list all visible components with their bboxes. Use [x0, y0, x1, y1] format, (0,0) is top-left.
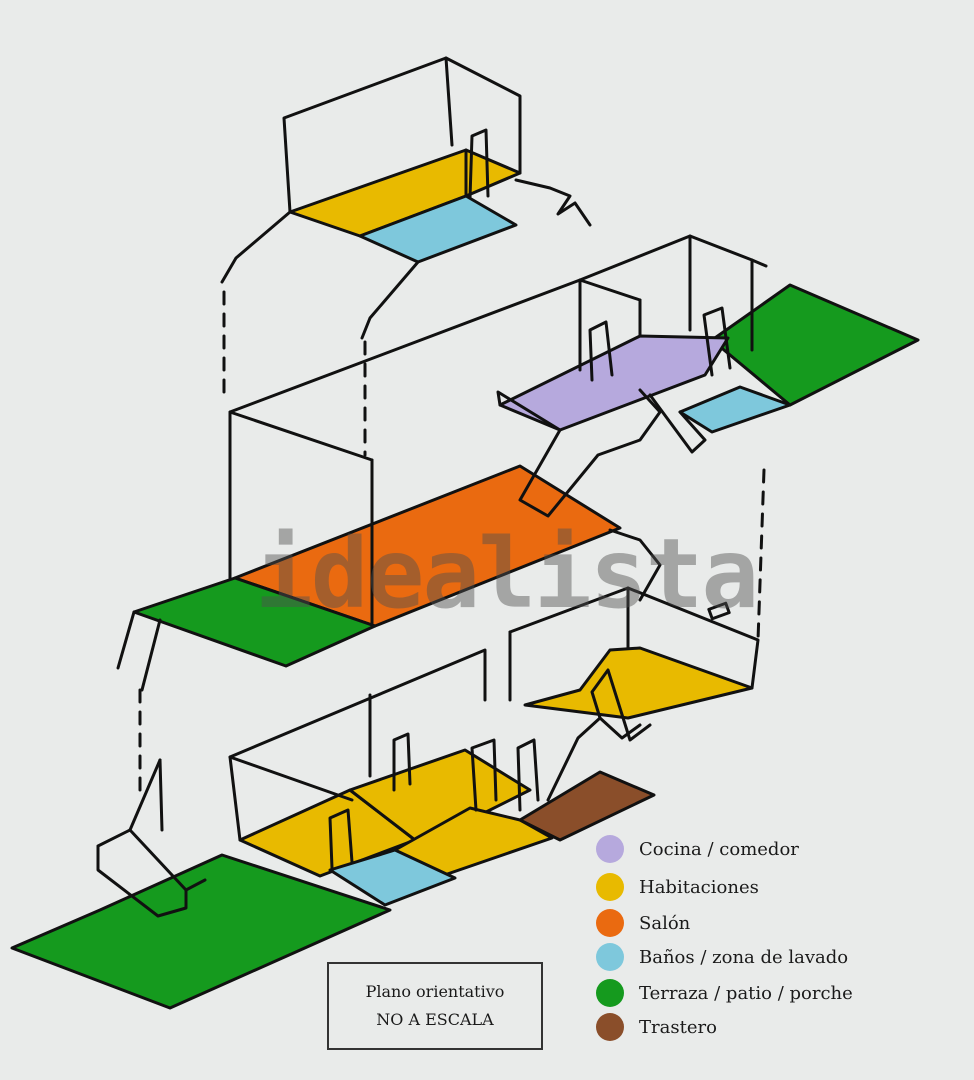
middle-floor-door-2 [702, 306, 732, 377]
middle-floor-terrace-left [132, 576, 377, 668]
middle-floor-terrace-right [710, 283, 920, 407]
ground-floor-bathroom [328, 848, 457, 907]
middle-floor-kitchen [498, 334, 730, 432]
legend-label: Habitaciones [639, 876, 759, 898]
legend-item-bedrooms: Habitaciones [596, 873, 759, 901]
legend-item-kitchen: Cocina / comedor [596, 835, 799, 863]
note-line-2: NO A ESCALA [376, 1010, 494, 1029]
legend-label: Trastero [639, 1016, 717, 1038]
middle-floor-door-1 [588, 320, 614, 382]
legend-item-storage: Trastero [596, 1013, 717, 1041]
ground-floor-window [707, 601, 731, 621]
legend-label: Baños / zona de lavado [639, 946, 849, 968]
legend-item-living-room: Salón [596, 909, 690, 937]
ground-floor-door-4 [516, 738, 540, 812]
top-floor-stairs [514, 178, 592, 227]
top-floor-bathroom [358, 194, 518, 264]
light-blue-circle-icon [596, 943, 624, 971]
scale-note-box: Plano orientativo NO A ESCALA [327, 962, 543, 1050]
watermark-text: idealista [255, 518, 759, 630]
note-line-1: Plano orientativo [365, 982, 505, 1001]
ground-floor-stairs [546, 668, 652, 802]
ground-floor-storage [518, 770, 656, 842]
ground-floor-door-3 [470, 738, 498, 812]
ground-floor-porch [10, 853, 392, 1010]
green-circle-icon [596, 979, 624, 1007]
middle-floor-bathroom [678, 385, 792, 434]
legend-label: Salón [639, 912, 691, 934]
lavender-circle-icon [596, 835, 624, 863]
legend-item-bathrooms: Baños / zona de lavado [596, 943, 848, 971]
top-floor-door [468, 128, 490, 200]
top-floor [220, 56, 592, 457]
middle-floor-stairs [496, 388, 662, 518]
yellow-circle-icon [596, 873, 624, 901]
ground-floor-door-1 [328, 808, 354, 870]
middle-floor-walls [228, 234, 754, 580]
orange-circle-icon [596, 909, 624, 937]
ground-floor [10, 586, 760, 1010]
legend-label: Cocina / comedor [639, 838, 799, 860]
ground-floor-upper-room [508, 586, 760, 690]
ground-floor-bedroom-upper [523, 646, 754, 720]
ground-floor-walls [228, 648, 487, 842]
middle-floor [116, 234, 920, 792]
legend-label: Terraza / patio / porche [639, 982, 853, 1004]
top-floor-bedroom-right [464, 148, 522, 198]
legend-item-terrace: Terraza / patio / porche [596, 979, 853, 1007]
ground-floor-door-2 [392, 732, 412, 792]
brown-circle-icon [596, 1013, 624, 1041]
ground-floor-bedroom-mid [348, 748, 532, 842]
